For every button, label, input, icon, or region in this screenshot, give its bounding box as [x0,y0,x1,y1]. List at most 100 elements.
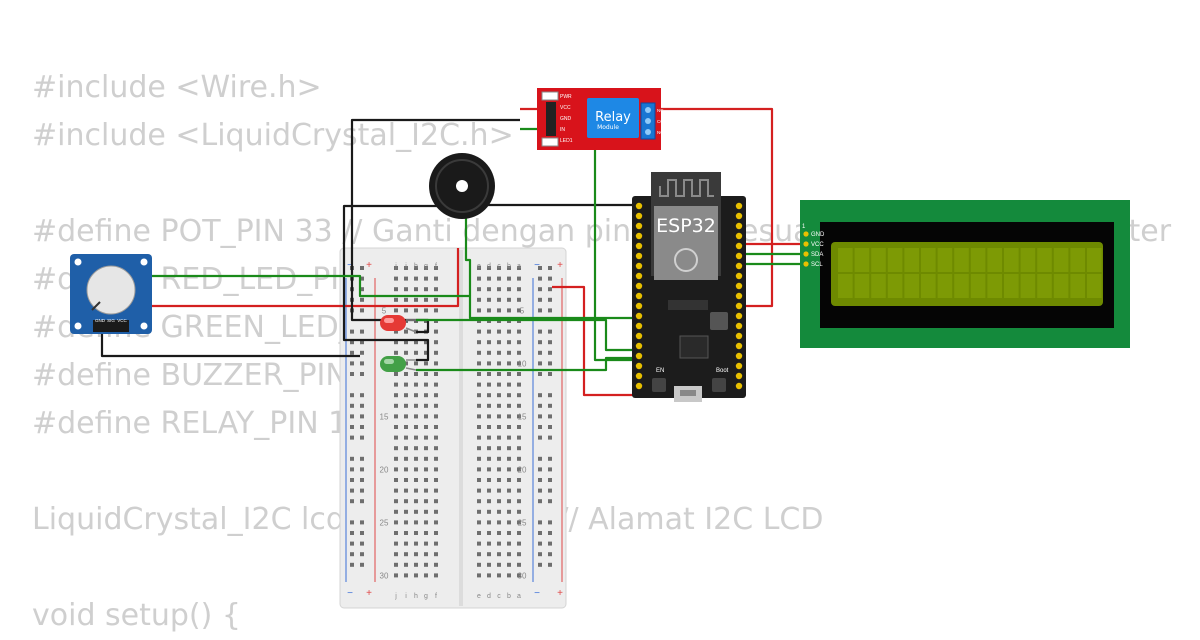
breadboard-hole[interactable] [394,552,398,557]
rail-hole[interactable] [350,531,354,535]
rail-hole[interactable] [360,435,364,440]
rail-hole[interactable] [548,403,552,408]
breadboard-hole[interactable] [424,361,428,366]
breadboard-hole[interactable] [434,478,438,482]
breadboard-hole[interactable] [394,287,398,292]
rail-hole[interactable] [360,276,364,281]
rail-hole[interactable] [538,266,542,270]
breadboard-hole[interactable] [497,531,501,535]
breadboard-hole[interactable] [404,488,408,493]
rail-hole[interactable] [538,403,542,408]
breadboard-hole[interactable] [487,499,491,504]
breadboard-hole[interactable] [507,361,511,366]
esp32-boot-button[interactable] [712,378,726,392]
breadboard-hole[interactable] [497,414,501,419]
rail-hole[interactable] [350,435,354,440]
breadboard-hole[interactable] [517,340,521,345]
breadboard-hole[interactable] [477,329,481,334]
breadboard-hole[interactable] [394,340,398,345]
rail-hole[interactable] [360,478,364,482]
breadboard-hole[interactable] [497,372,501,376]
breadboard-hole[interactable] [497,425,501,429]
breadboard-hole[interactable] [487,488,491,493]
breadboard-hole[interactable] [507,446,511,451]
breadboard-hole[interactable] [487,361,491,366]
breadboard-hole[interactable] [507,541,511,546]
breadboard-hole[interactable] [424,552,428,557]
breadboard-hole[interactable] [404,435,408,440]
rail-hole[interactable] [548,562,552,567]
breadboard-hole[interactable] [487,520,491,525]
breadboard-hole[interactable] [517,552,521,557]
breadboard-hole[interactable] [517,520,521,525]
rail-hole[interactable] [538,552,542,557]
rail-hole[interactable] [350,361,354,366]
rail-hole[interactable] [538,499,542,504]
breadboard-hole[interactable] [434,361,438,366]
breadboard-hole[interactable] [414,297,418,302]
breadboard-hole[interactable] [487,403,491,408]
breadboard-hole[interactable] [507,488,511,493]
breadboard-hole[interactable] [507,287,511,292]
breadboard-hole[interactable] [487,287,491,292]
rail-hole[interactable] [360,372,364,376]
esp32-pin[interactable] [635,242,643,250]
breadboard-hole[interactable] [434,531,438,535]
breadboard-hole[interactable] [394,308,398,313]
rail-hole[interactable] [360,266,364,270]
breadboard-hole[interactable] [497,456,501,461]
breadboard-hole[interactable] [477,446,481,451]
rail-hole[interactable] [548,340,552,345]
breadboard-hole[interactable] [414,573,418,578]
breadboard-hole[interactable] [414,552,418,557]
rail-hole[interactable] [538,414,542,419]
breadboard-hole[interactable] [497,361,501,366]
breadboard-hole[interactable] [404,276,408,281]
breadboard-hole[interactable] [434,425,438,429]
breadboard-hole[interactable] [434,340,438,345]
esp32-pin[interactable] [735,322,743,330]
rail-hole[interactable] [548,552,552,557]
breadboard-hole[interactable] [517,403,521,408]
breadboard-hole[interactable] [414,425,418,429]
breadboard-hole[interactable] [477,562,481,567]
rail-hole[interactable] [538,531,542,535]
breadboard-hole[interactable] [517,435,521,440]
rail-hole[interactable] [548,467,552,472]
rail-hole[interactable] [360,414,364,419]
breadboard-hole[interactable] [497,308,501,313]
breadboard-hole[interactable] [507,382,511,387]
breadboard-hole[interactable] [424,414,428,419]
breadboard-hole[interactable] [434,446,438,451]
rail-hole[interactable] [350,552,354,557]
breadboard-hole[interactable] [477,393,481,398]
esp32-pin[interactable] [735,262,743,270]
rail-hole[interactable] [548,531,552,535]
rail-hole[interactable] [548,350,552,355]
esp32-pin[interactable] [635,332,643,340]
breadboard-hole[interactable] [517,456,521,461]
breadboard-hole[interactable] [414,562,418,567]
breadboard-hole[interactable] [497,382,501,387]
rail-hole[interactable] [360,467,364,472]
esp32-pin[interactable] [635,222,643,230]
esp32-pin[interactable] [735,212,743,220]
breadboard-hole[interactable] [477,456,481,461]
breadboard-hole[interactable] [507,499,511,504]
breadboard-hole[interactable] [477,340,481,345]
breadboard-hole[interactable] [497,287,501,292]
breadboard-hole[interactable] [394,478,398,482]
esp32-pin[interactable] [735,232,743,240]
esp32-board[interactable]: ESP32 EN Boot [632,172,746,402]
breadboard-hole[interactable] [404,467,408,472]
rail-hole[interactable] [360,403,364,408]
breadboard-hole[interactable] [434,393,438,398]
rail-hole[interactable] [360,499,364,504]
breadboard-hole[interactable] [414,446,418,451]
breadboard-hole[interactable] [394,350,398,355]
breadboard-hole[interactable] [394,403,398,408]
esp32-pin[interactable] [735,302,743,310]
breadboard-hole[interactable] [434,266,438,270]
breadboard-hole[interactable] [434,414,438,419]
breadboard-hole[interactable] [487,414,491,419]
